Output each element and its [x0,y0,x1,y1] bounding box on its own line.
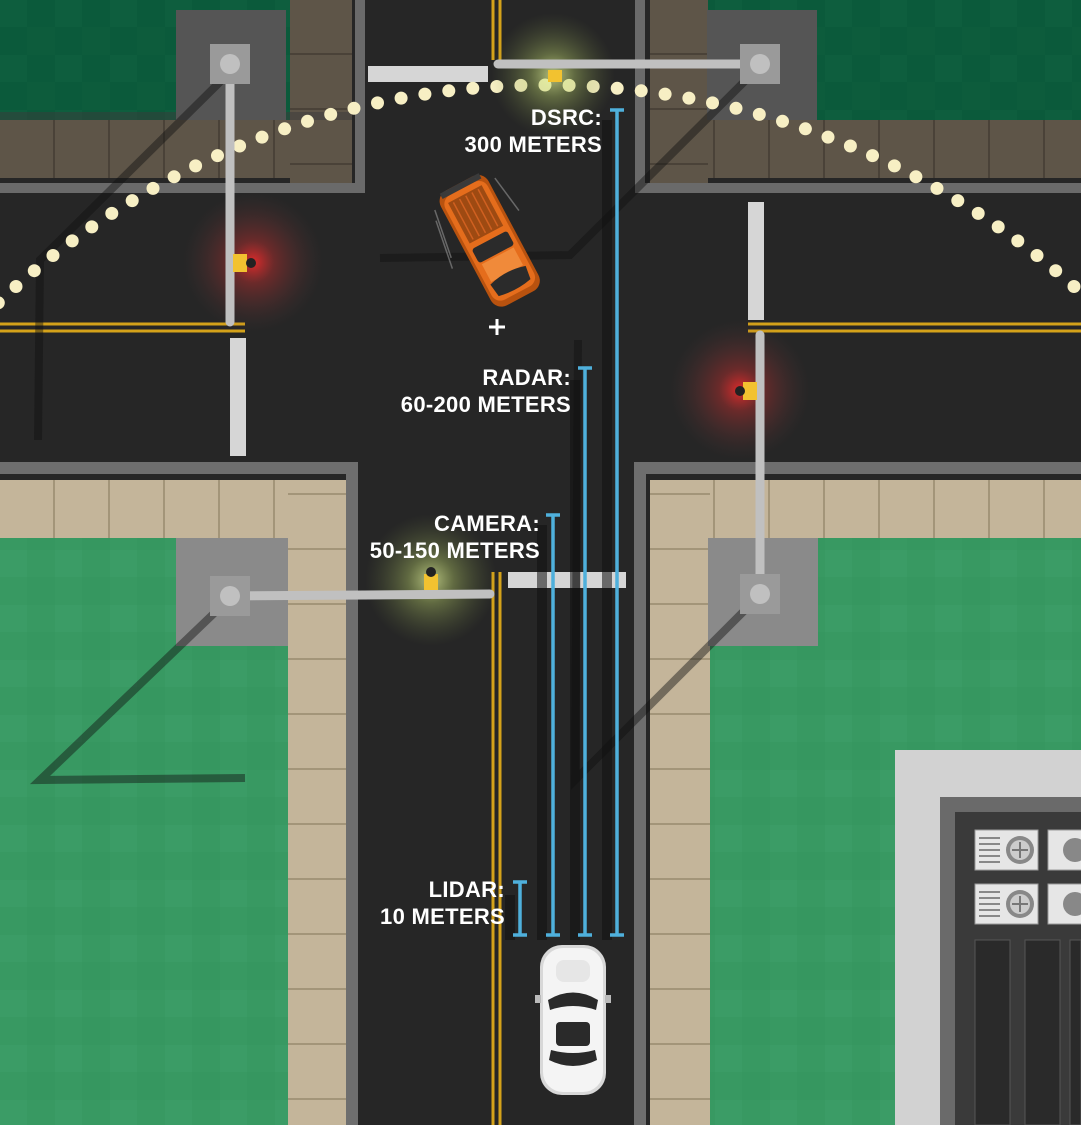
dsrc-arc-dot [951,194,965,208]
dsrc-arc-dot [909,170,923,184]
hvac-fan-icon [1047,829,1081,871]
range-bar-shadows [505,120,612,940]
dsrc-arc-dot [798,122,812,136]
dsrc-arc-dot [371,96,384,110]
dsrc-arc-dot [278,122,292,136]
dsrc-arc-dot [843,139,857,153]
dsrc-arc-dot [211,149,224,163]
dsrc-arc-dot [752,107,766,121]
dsrc-arc-dot [991,220,1005,234]
camera-range-bar [546,513,560,937]
traffic-signal-icon [233,254,256,272]
dsrc-name: DSRC: [530,105,602,130]
dsrc-arc-dot [233,139,247,153]
dsrc-arc-dot [866,149,879,163]
dsrc-arc-dot [27,264,41,278]
traffic-signal-icon [735,382,757,400]
hvac-fan-icon [1047,883,1081,925]
dsrc-arc-dot [324,107,338,121]
dsrc-arc-dot [1011,234,1025,248]
dsrc-arc-dot [634,84,648,98]
dsrc-arc-dot [729,101,743,115]
dsrc-arc-dot [971,206,985,220]
dsrc-label: DSRC: 300 METERS [465,104,603,158]
pickup-truck [434,173,540,307]
dsrc-arc-dot [821,130,835,144]
white-sedan [535,945,611,1095]
dsrc-arc-dot [1030,249,1044,262]
camera-name: CAMERA: [434,511,540,536]
dsrc-arc-dot [706,96,719,110]
dsrc-arc-dot [46,249,60,262]
dsrc-arc-dot [9,280,23,293]
dsrc-arc-dot [658,87,672,101]
dsrc-arc-dot [125,194,139,208]
dsrc-arc-dot [65,234,79,248]
dsrc-arc-dot [255,130,269,144]
crosshair-icon [489,319,505,335]
dsrc-arc-dot [189,159,203,173]
block-top-right [635,0,1081,193]
sensor-range-bars [513,108,624,937]
dsrc-arc-dot [85,220,99,234]
dsrc-range-bar [610,108,624,937]
lidar-name: LIDAR: [428,877,505,902]
hvac-fan-icon [974,883,1039,925]
dsrc-arc-dot [1049,264,1063,278]
camera-range: 50-150 METERS [369,538,540,563]
dsrc-arc-dot [442,84,456,98]
dsrc-range: 300 METERS [464,132,602,157]
radar-name: RADAR: [482,365,571,390]
building [895,750,1081,1125]
block-bottom-left [0,462,358,1125]
hvac-fan-icon [974,829,1039,871]
traffic-signal-icon [548,70,562,82]
block-top-left [0,0,365,193]
radar-range-bar [578,366,592,937]
dsrc-arc-dot [682,91,696,105]
dsrc-arc-dot [1067,280,1081,293]
pole-bases [210,44,780,616]
traffic-signal-icon [424,567,438,590]
lidar-range-bar [513,880,527,937]
dsrc-arc-dot [105,206,119,220]
camera-label: CAMERA: 50-150 METERS [370,510,540,564]
signal-poles [223,57,767,601]
dsrc-arc-dot [146,181,160,195]
dsrc-arc-dot [466,81,480,95]
radar-label: RADAR: 60-200 METERS [401,364,571,418]
dsrc-arc-dot [418,87,432,101]
dsrc-arc-dot [347,101,361,115]
dsrc-arc-dot [394,91,408,105]
lidar-label: LIDAR: 10 METERS [380,876,505,930]
dsrc-arc-dot [0,296,5,310]
dsrc-arc-dot [930,181,944,195]
lidar-range: 10 METERS [380,904,505,929]
dsrc-arc-dot [301,114,314,128]
dsrc-arc-dot [776,114,789,128]
radar-range: 60-200 METERS [400,392,571,417]
dsrc-arc-dot [167,170,181,184]
dsrc-arc-dot [887,159,901,173]
